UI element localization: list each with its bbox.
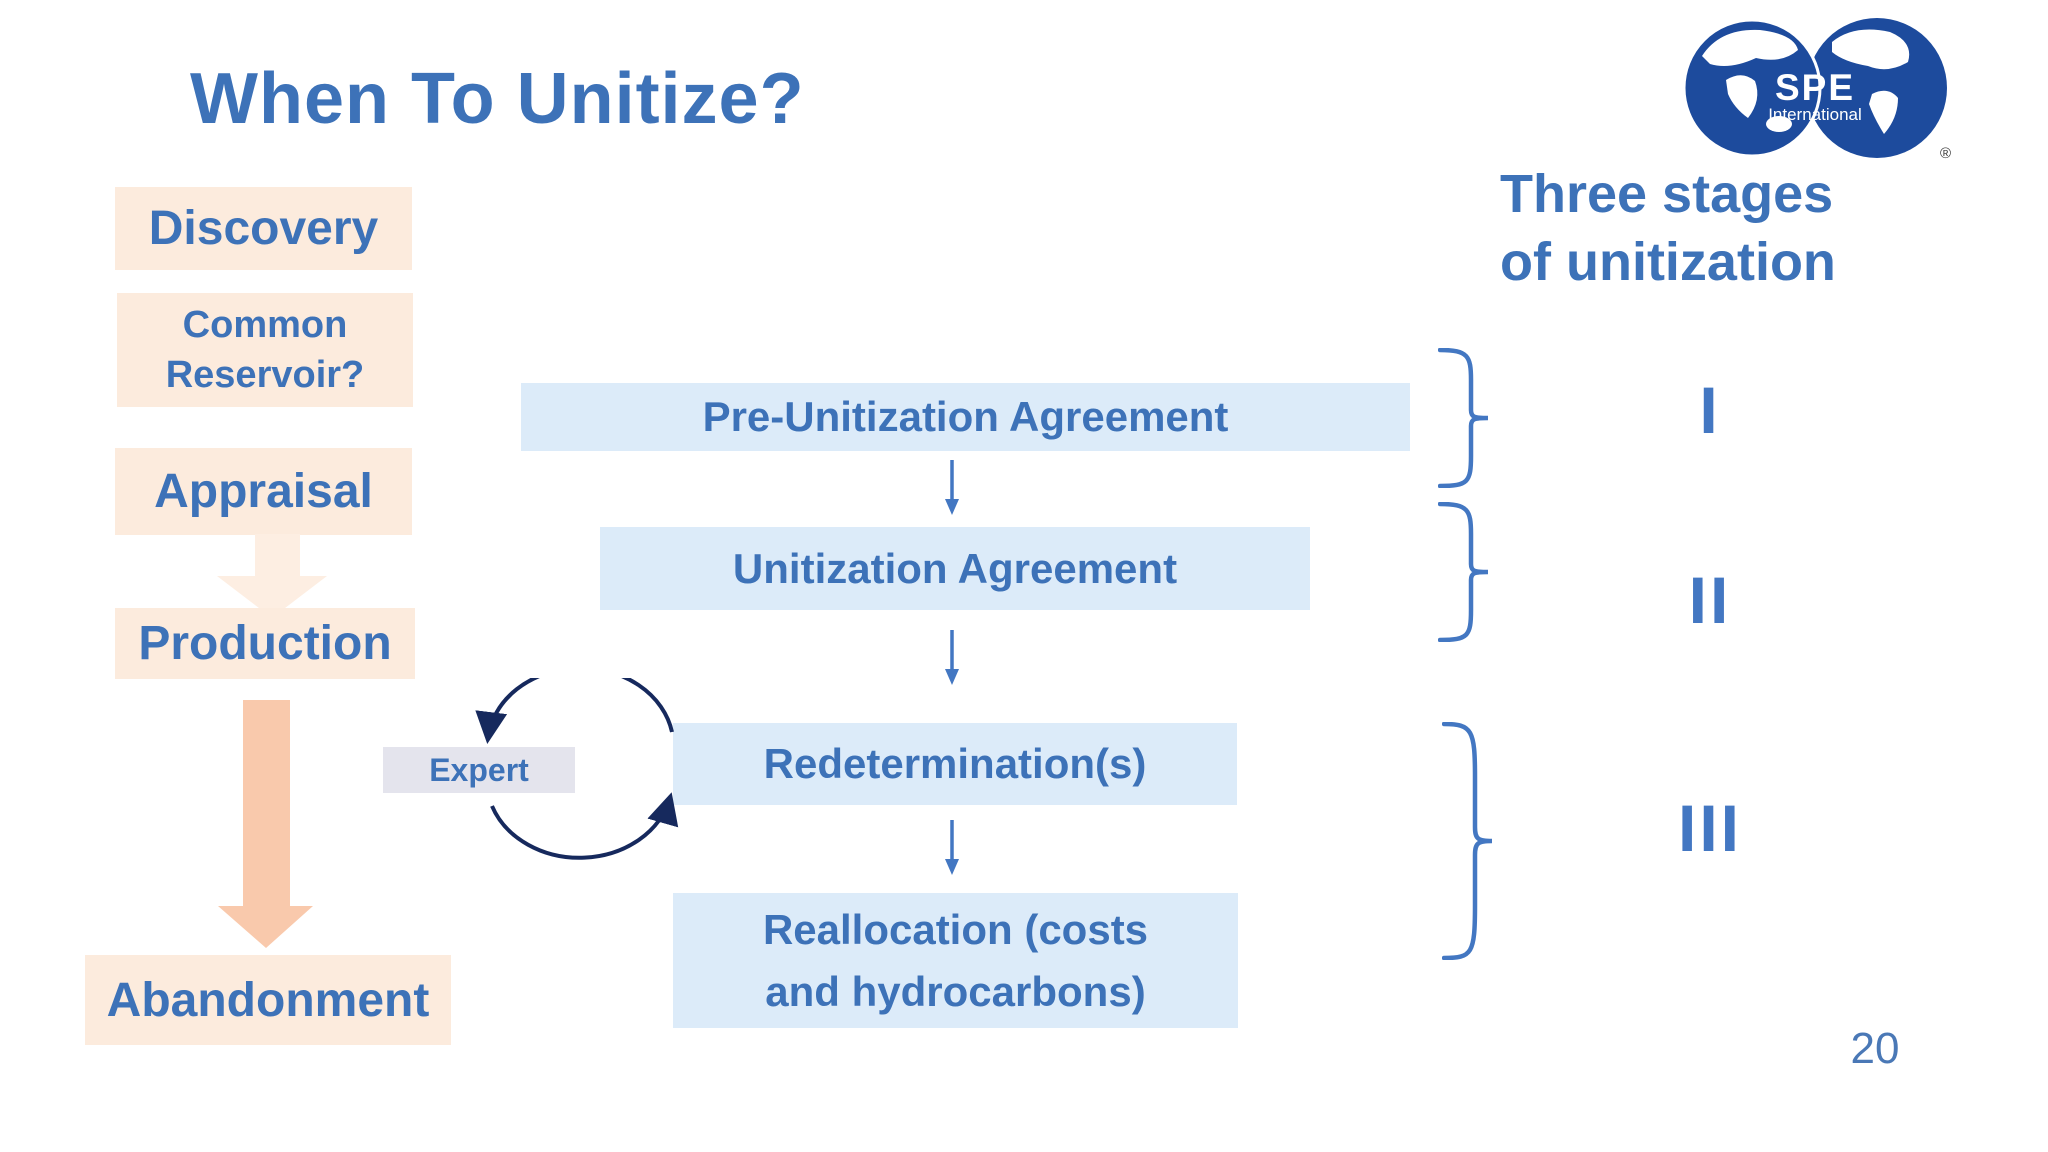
spe-logo: SPE International ® — [1682, 18, 1951, 160]
down-block-arrow-icon — [217, 534, 327, 618]
stage-numeral-1: I — [1699, 373, 1721, 447]
lifecycle-box-common-reservoir: Common Reservoir? — [117, 293, 413, 407]
brace-stage1-icon — [1438, 348, 1489, 488]
lifecycle-box-production: Production — [115, 608, 415, 679]
stages-heading: Three stages of unitization — [1500, 160, 1836, 296]
brace-stage2-icon — [1438, 502, 1489, 642]
stages-heading-line1: Three stages — [1500, 164, 1834, 224]
globe-icon — [1682, 18, 1947, 158]
lifecycle-box-abandonment: Abandonment — [85, 955, 451, 1045]
reallocation-line1: Reallocation (costs — [762, 905, 1149, 953]
page-title: When To Unitize? — [190, 59, 805, 139]
expert-box: Expert — [383, 747, 575, 793]
brace-stage3-icon — [1442, 722, 1493, 960]
page-number: 20 — [1850, 1024, 1900, 1073]
stage-numeral-3: III — [1677, 791, 1742, 865]
stages-heading-line2: of unitization — [1500, 232, 1836, 292]
lifecycle-box-appraisal: Appraisal — [115, 448, 412, 535]
down-arrow-icon — [945, 820, 959, 875]
agreement-box-redetermination: Redetermination(s) — [673, 723, 1237, 805]
down-arrow-icon — [945, 630, 959, 685]
cycle-arrows-icon — [475, 678, 679, 860]
agreement-box-reallocation: Reallocation (costs and hydrocarbons) — [673, 893, 1238, 1028]
reallocation-line2: and hydrocarbons) — [765, 967, 1146, 1015]
down-block-arrow-large-icon — [218, 700, 313, 948]
agreement-box-unitization: Unitization Agreement — [600, 527, 1310, 610]
stage-numeral-2: II — [1688, 563, 1732, 637]
down-arrow-icon — [945, 460, 959, 515]
agreement-box-pre-unitization: Pre-Unitization Agreement — [521, 383, 1410, 451]
registered-mark: ® — [1940, 145, 1951, 160]
logo-acronym: SPE — [1775, 67, 1855, 108]
logo-subtitle: International — [1768, 105, 1862, 124]
lifecycle-box-discovery: Discovery — [115, 187, 412, 270]
